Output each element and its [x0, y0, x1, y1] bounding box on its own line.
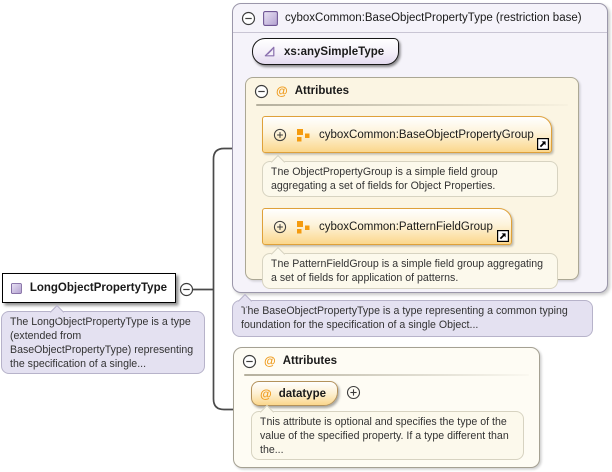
attribute-name: datatype [278, 387, 326, 400]
main-type-box[interactable]: LongObjectPropertyType [2, 273, 176, 303]
attribute-group-description: The PatternFieldGroup is a simple field … [262, 246, 558, 289]
base-type-tooltip: The BaseObjectPropertyType is a type rep… [232, 293, 593, 337]
simple-type-icon [264, 46, 275, 57]
attribute-group-description: The ObjectPropertyGroup is a simple fiel… [262, 154, 558, 197]
attribute-group-icon [297, 220, 310, 233]
complex-type-icon [11, 282, 22, 294]
attribute-group-icon [297, 128, 310, 141]
goto-definition-icon[interactable] [497, 230, 509, 242]
attribute-description: This attribute is optional and specifies… [251, 404, 524, 460]
attribute-group-patternfieldgroup[interactable]: cyboxCommon:PatternFieldGroup [262, 208, 512, 245]
separator [256, 104, 568, 106]
collapse-toggle-base[interactable] [241, 11, 256, 26]
main-type-label: LongObjectPropertyType [29, 282, 167, 294]
attribute-datatype-badge[interactable]: @ datatype [251, 381, 338, 406]
collapse-toggle-main[interactable] [179, 282, 194, 297]
attributes-header: @ Attributes [246, 78, 578, 104]
base-type-title: cyboxCommon:BaseObjectPropertyType (rest… [285, 12, 582, 24]
complex-type-icon [263, 10, 278, 26]
simple-type-badge[interactable]: xs:anySimpleType [252, 38, 400, 65]
local-attributes-panel: @ Attributes @ datatype This attribute i… [233, 347, 540, 468]
attribute-group-baseobjectpropertygroup[interactable]: cyboxCommon:BaseObjectPropertyGroup [262, 116, 552, 153]
main-type-tooltip: The LongObjectPropertyType is a type (ex… [1, 304, 205, 374]
attribute-at-icon: @ [276, 84, 288, 98]
expand-toggle-icon[interactable] [273, 128, 287, 142]
base-attributes-panel: @ Attributes cyboxCommon:BaseObjectPrope… [245, 77, 579, 289]
attribute-at-icon: @ [264, 354, 276, 368]
expand-toggle-icon[interactable] [273, 220, 287, 234]
attributes-header: @ Attributes [234, 348, 539, 374]
base-type-box: cyboxCommon:BaseObjectPropertyType (rest… [232, 3, 608, 293]
attribute-at-icon: @ [260, 386, 272, 401]
separator [244, 374, 529, 376]
attribute-group-label: cyboxCommon:PatternFieldGroup [319, 220, 493, 233]
attributes-header-label: Attributes [294, 85, 350, 97]
expand-toggle-icon[interactable] [346, 385, 361, 400]
collapse-toggle-attributes[interactable] [254, 84, 269, 99]
attributes-header-label: Attributes [282, 355, 338, 367]
goto-definition-icon[interactable] [537, 138, 549, 150]
base-type-header: cyboxCommon:BaseObjectPropertyType (rest… [233, 4, 607, 33]
simple-type-label: xs:anySimpleType [284, 45, 385, 58]
attribute-group-label: cyboxCommon:BaseObjectPropertyGroup [319, 128, 534, 141]
collapse-toggle-local-attributes[interactable] [242, 354, 257, 369]
